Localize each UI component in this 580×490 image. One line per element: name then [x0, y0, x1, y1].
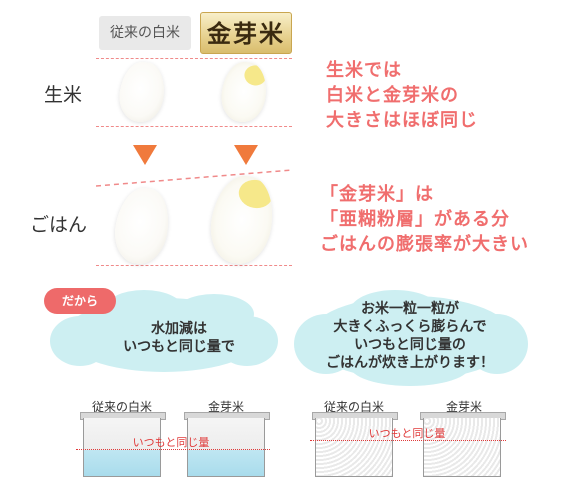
bubble-line: お米一粒一粒が [361, 301, 459, 317]
rice-pot-kinmemai [423, 418, 501, 477]
note-line: 大きさはほぼ同じ [326, 110, 478, 131]
water-pot-kinmemai [187, 418, 265, 477]
pot-label-conventional: 従来の白米 [91, 400, 152, 414]
raw-bottom-dashed-line [96, 126, 292, 127]
top-dashed-line [96, 58, 292, 59]
note-line: 白米と金芽米の [326, 85, 459, 106]
cooked-expansion-note: 「金芽米」は 「亜糊粉層」がある分 ごはんの膨張率が大きい [320, 182, 529, 257]
pot-label-kinmemai: 金芽米 [445, 400, 482, 414]
raw-rice-row-label: 生米 [44, 84, 83, 106]
raw-kinmemai-grain [218, 59, 270, 125]
water-pot-conventional [83, 418, 161, 477]
raw-white-rice-grain [116, 59, 168, 125]
note-line: 生米では [326, 60, 402, 81]
bubble-line: いつもと同じ量で [123, 339, 235, 355]
kinmemai-logo-label: 金芽米 [200, 12, 292, 54]
bubble-line: 大きくふっくら膨らんで [333, 319, 487, 335]
pot-label-conventional: 従来の白米 [323, 400, 384, 414]
down-arrow-icon [234, 145, 258, 165]
dakara-badge: だから [44, 288, 116, 314]
water-level-label: いつもと同じ量 [132, 436, 210, 449]
raw-size-note: 生米では 白米と金芽米の 大きさはほぼ同じ [326, 58, 478, 133]
cooked-white-rice-grain [109, 184, 175, 268]
rice-level-line [310, 440, 506, 441]
cooked-rice-row-label: ごはん [30, 214, 88, 236]
note-line: ごはんの膨張率が大きい [320, 234, 529, 255]
rice-pot-conventional [315, 418, 393, 477]
water-level-line [76, 449, 270, 450]
rice-level-label: いつもと同じ量 [368, 427, 446, 440]
down-arrow-icon [133, 145, 157, 165]
bubble-line: いつもと同じ量の [354, 337, 466, 353]
water-level-bubble: 水加減は いつもと同じ量で [44, 290, 284, 378]
result-bubble: お米一粒一粒が 大きくふっくら膨らんで いつもと同じ量の ごはんが炊き上がります… [290, 290, 530, 386]
bubble-line: ごはんが炊き上がります！ [326, 355, 494, 371]
note-line: 「金芽米」は [320, 184, 434, 205]
note-line: 「亜糊粉層」がある分 [320, 209, 510, 230]
pot-label-kinmemai: 金芽米 [207, 400, 244, 414]
bubble-line: 水加減は [151, 321, 207, 337]
conventional-rice-label: 従来の白米 [99, 16, 191, 50]
cooked-top-dashed-line [96, 169, 293, 187]
cooked-bottom-dashed-line [96, 265, 292, 266]
